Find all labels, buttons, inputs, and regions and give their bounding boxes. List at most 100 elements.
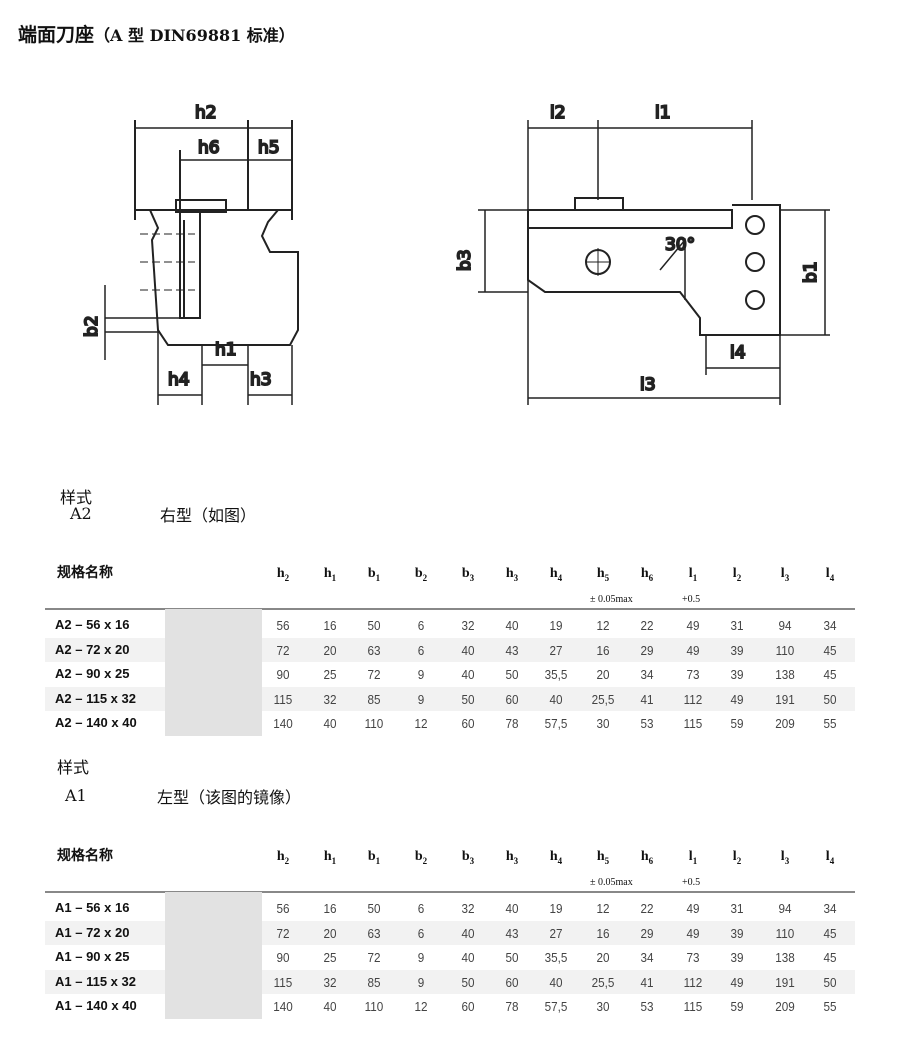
cell-value: 40: [505, 901, 519, 916]
cell-value: 40: [461, 950, 475, 965]
cell-value: 32: [461, 901, 475, 916]
dim-label: 30°: [665, 235, 695, 255]
column-symbol: h: [549, 849, 558, 864]
cell-value: 9: [417, 950, 425, 965]
cell-value: 20: [596, 667, 610, 682]
cell-value: 140: [273, 716, 293, 731]
column-subscript: 4: [829, 855, 835, 866]
h5-tolerance: ± 0.05max: [590, 877, 633, 888]
cell-value: 20: [323, 925, 337, 941]
cell-value: 22: [640, 618, 654, 633]
h5-tolerance: ± 0.05max: [590, 594, 633, 605]
column-subscript: 1: [692, 572, 698, 583]
style-code: A1: [65, 786, 87, 805]
dim-label: h2: [195, 103, 217, 123]
cell-value: 110: [775, 925, 795, 941]
column-symbol: b: [367, 849, 376, 864]
cell-value: 31: [730, 618, 744, 633]
spec-name: A1 – 115 x 32: [55, 973, 136, 989]
cell-value: 32: [461, 618, 475, 633]
cell-value: 209: [775, 999, 795, 1014]
column-symbol: b: [461, 566, 470, 581]
column-header: l1: [673, 849, 713, 866]
cell-value: 110: [775, 642, 795, 658]
cell-value: 40: [549, 691, 563, 707]
cell-value: 59: [730, 999, 744, 1014]
cell-value: 49: [686, 618, 700, 633]
cell-value: 9: [417, 974, 425, 990]
cell-value: 56: [276, 618, 290, 633]
cell-value: 73: [686, 950, 700, 965]
cell-value: 25,5: [591, 691, 615, 707]
column-subscript: 5: [604, 572, 610, 583]
column-header: l2: [717, 849, 757, 866]
column-subscript: 3: [513, 855, 519, 866]
column-header: b3: [448, 849, 488, 866]
column-subscript: 3: [784, 572, 790, 583]
cell-value: 50: [823, 691, 837, 707]
column-subscript: 2: [422, 855, 428, 866]
column-subscript: 1: [375, 855, 381, 866]
column-symbol: h: [505, 849, 514, 864]
cell-value: 20: [596, 950, 610, 965]
dim-label: h6: [198, 138, 220, 158]
cell-value: 35,5: [544, 667, 568, 682]
cell-value: 32: [323, 691, 337, 707]
image-placeholder-column: [165, 609, 262, 736]
spec-name: A2 – 56 x 16: [55, 617, 130, 632]
cell-value: 41: [640, 691, 654, 707]
cell-value: 49: [686, 925, 700, 941]
cell-value: 6: [417, 901, 425, 916]
cell-value: 53: [640, 999, 654, 1014]
cell-value: 60: [461, 716, 475, 731]
cell-value: 39: [730, 667, 744, 682]
cell-value: 16: [596, 642, 610, 658]
spec-name: A2 – 115 x 32: [55, 690, 136, 706]
cell-value: 27: [549, 925, 563, 941]
cell-value: 55: [823, 716, 837, 731]
cell-value: 57,5: [544, 716, 568, 731]
cell-value: 29: [640, 925, 654, 941]
cell-value: 32: [323, 974, 337, 990]
column-subscript: 4: [829, 572, 835, 583]
column-symbol: h: [640, 849, 649, 864]
cell-value: 9: [417, 691, 425, 707]
cell-value: 72: [276, 642, 290, 658]
column-header: h6: [627, 849, 667, 866]
dim-label: b3: [455, 249, 475, 271]
column-subscript: 4: [557, 572, 563, 583]
cell-value: 12: [596, 901, 610, 916]
style-description: 右型（如图）: [160, 506, 257, 525]
column-symbol: l: [688, 849, 693, 864]
column-header: l4: [810, 849, 850, 866]
column-symbol: b: [461, 849, 470, 864]
dim-label: l1: [655, 103, 671, 123]
cell-value: 49: [730, 691, 744, 707]
column-header: h3: [492, 849, 532, 866]
cell-value: 49: [686, 901, 700, 916]
column-header: l3: [765, 566, 805, 583]
cell-value: 45: [823, 925, 837, 941]
column-subscript: 2: [284, 572, 290, 583]
style-label: 样式: [60, 488, 93, 507]
cell-value: 63: [367, 925, 381, 941]
column-header: h4: [536, 849, 576, 866]
cell-value: 34: [640, 667, 654, 682]
header-rule: [45, 608, 855, 610]
column-header: h2: [263, 849, 303, 866]
column-header: b2: [401, 566, 441, 583]
column-subscript: 1: [692, 855, 698, 866]
spec-name: A1 – 140 x 40: [55, 998, 137, 1013]
column-subscript: 3: [469, 572, 475, 583]
l1-tolerance: +0.5: [682, 877, 701, 888]
cell-value: 6: [417, 642, 425, 658]
column-symbol: l: [780, 849, 785, 864]
column-symbol: h: [276, 849, 285, 864]
title-sub: （A 型 DIN69881 标准）: [94, 26, 295, 45]
dim-label: l4: [730, 343, 746, 363]
cell-value: 35,5: [544, 950, 568, 965]
column-subscript: 6: [648, 572, 654, 583]
